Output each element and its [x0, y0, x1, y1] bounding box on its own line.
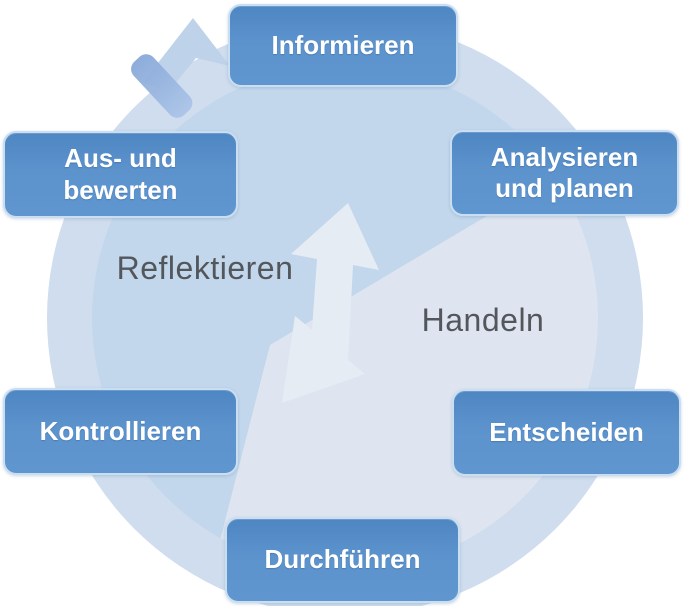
cycle-node-aus-und-bewerten: Aus- und bewerten: [3, 131, 238, 218]
cycle-node-kontrollieren: Kontrollieren: [3, 388, 238, 475]
node-label: Aus- und bewerten: [63, 143, 178, 205]
cycle-node-analysieren-und-planen: Analysieren und planen: [450, 130, 679, 216]
node-label: Entscheiden: [489, 416, 644, 447]
cycle-node-informieren: Informieren: [228, 4, 458, 87]
node-label: Informieren: [271, 29, 415, 60]
zone-label-reflektieren: Reflektieren: [116, 250, 294, 286]
node-label: Kontrollieren: [39, 415, 202, 446]
zone-label-handeln: Handeln: [421, 302, 545, 338]
cycle-node-durchfuehren: Durchführen: [225, 517, 460, 603]
cycle-dash-icon: [131, 54, 193, 118]
cycle-node-entscheiden: Entscheiden: [452, 389, 681, 476]
node-label: Durchführen: [264, 544, 421, 575]
node-label: Analysieren und planen: [490, 141, 639, 203]
center-double-arrow-icon: [282, 203, 379, 403]
